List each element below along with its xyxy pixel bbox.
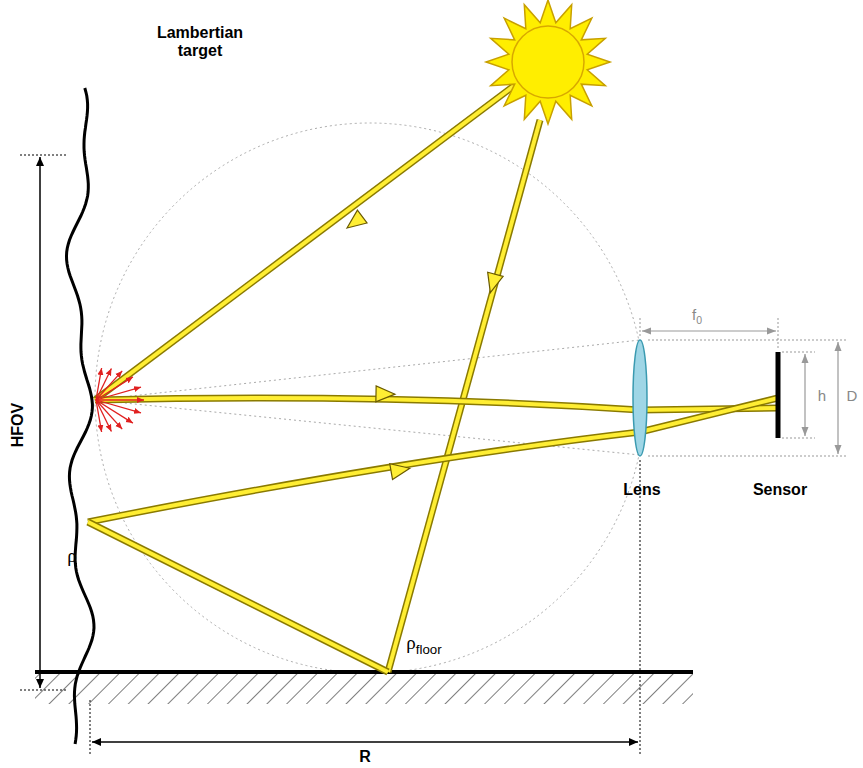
symbol-label: ρfloor (406, 632, 441, 657)
extension-line (20, 155, 68, 156)
light-rays (88, 85, 778, 672)
sensor (776, 352, 781, 438)
scatter-arrow (96, 400, 102, 432)
scatter-arrow (96, 400, 141, 413)
dimension-line (804, 354, 805, 436)
dimension-line (837, 342, 838, 454)
light-ray (95, 85, 515, 400)
scatter-arrows (96, 368, 144, 432)
ray-arrowhead (376, 386, 395, 402)
light-ray (388, 120, 540, 672)
floor-hatch (35, 674, 693, 704)
dimension-label: D (847, 387, 858, 404)
extension-line (782, 438, 815, 439)
extension-line (20, 690, 68, 691)
extension-line (782, 352, 815, 353)
sun-rays (486, 0, 610, 124)
fov-line (95, 340, 640, 400)
scatter-arrow (96, 377, 133, 400)
light-ray (95, 85, 515, 400)
light-ray (95, 398, 778, 410)
dimension-line (92, 741, 638, 743)
scatter-arrow (96, 387, 141, 400)
dimension-line (39, 157, 41, 688)
lambertian-target (67, 88, 95, 744)
extension-line (90, 700, 91, 756)
sun (486, 0, 610, 124)
ray-arrowhead (342, 210, 367, 234)
extension-line (640, 318, 641, 338)
extension-line (778, 318, 779, 350)
part-label: Lambertian target (145, 24, 255, 61)
part-label: Sensor (753, 481, 807, 499)
light-ray (88, 398, 778, 522)
extension-line (648, 456, 848, 457)
extension-line (648, 340, 848, 341)
dimension-line (642, 330, 776, 331)
dimension-label: h (818, 387, 826, 404)
dimension-label: HFOV (9, 403, 27, 447)
symbol-label: ρ (67, 545, 76, 567)
ray-arrowhead (390, 460, 411, 479)
light-ray (88, 522, 388, 672)
scatter-arrow (96, 400, 111, 432)
scatter-arrow (96, 399, 144, 400)
light-ray (88, 522, 388, 672)
light-ray (388, 120, 540, 672)
floor (35, 670, 693, 674)
light-ray (95, 398, 778, 410)
dimension-label: f0 (692, 306, 702, 326)
sun-disc (512, 26, 584, 98)
part-label: Lens (623, 481, 660, 499)
lens (633, 340, 647, 456)
ray-arrowhead (483, 272, 503, 295)
dimension-label: R (359, 748, 371, 766)
light-ray (88, 398, 778, 522)
extension-line (640, 460, 641, 756)
